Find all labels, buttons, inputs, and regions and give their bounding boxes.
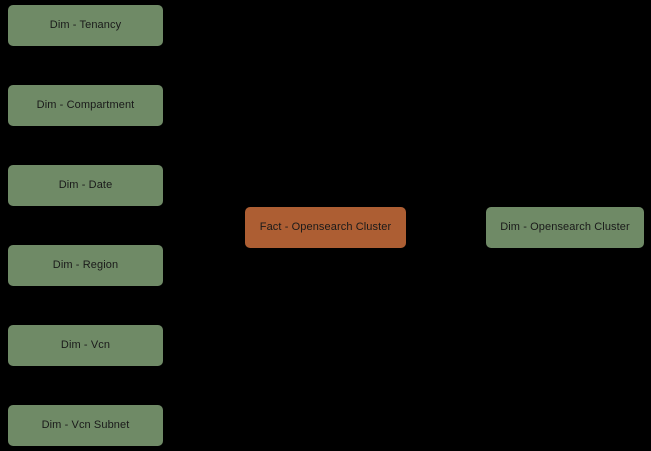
node-label: Dim - Vcn Subnet <box>41 419 130 431</box>
node-label: Dim - Vcn <box>60 339 111 351</box>
node-label: Dim - Opensearch Cluster <box>500 221 630 233</box>
node-dim-vcn[interactable]: Dim - Vcn <box>8 325 163 366</box>
node-label: Dim - Compartment <box>36 99 135 111</box>
node-label: Fact - Opensearch Cluster <box>259 221 392 233</box>
node-fact-opensearch-cluster[interactable]: Fact - Opensearch Cluster <box>245 207 406 248</box>
node-dim-tenancy[interactable]: Dim - Tenancy <box>8 5 163 46</box>
node-dim-compartment[interactable]: Dim - Compartment <box>8 85 163 126</box>
node-label: Dim - Date <box>58 179 113 191</box>
node-dim-opensearch-cluster[interactable]: Dim - Opensearch Cluster <box>486 207 644 248</box>
node-dim-vcn-subnet[interactable]: Dim - Vcn Subnet <box>8 405 163 446</box>
node-dim-date[interactable]: Dim - Date <box>8 165 163 206</box>
node-label: Dim - Tenancy <box>49 19 122 31</box>
node-dim-region[interactable]: Dim - Region <box>8 245 163 286</box>
node-label: Dim - Region <box>52 259 119 271</box>
